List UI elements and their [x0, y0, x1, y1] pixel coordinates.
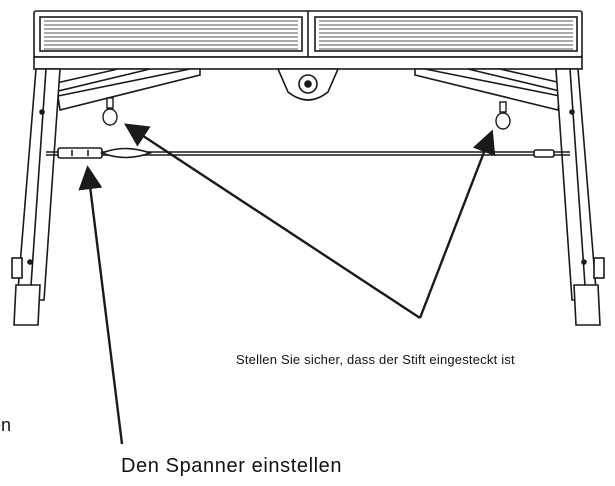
left-tabletop-slats: [44, 20, 298, 50]
frame-rail: [33, 56, 583, 70]
tabletop: [33, 10, 583, 58]
callout-arrows: [78, 123, 496, 445]
cut-off-label: en: [0, 415, 12, 435]
arrow-to-tensioner: [78, 165, 124, 445]
right-tabletop-slats: [319, 20, 573, 50]
left-locking-pin: [102, 97, 118, 126]
left-leg-assembly: [11, 68, 61, 326]
center-hinge-bracket: [276, 68, 340, 101]
arrow-to-left-pin: [123, 123, 421, 320]
right-leg-assembly: [555, 68, 605, 326]
pin-instruction-label: Stellen Sie sicher, dass der Stift einge…: [236, 352, 515, 367]
right-locking-pin: [495, 101, 511, 130]
tension-rod: [46, 147, 570, 159]
arrow-to-right-pin: [418, 129, 496, 319]
left-braces: [51, 68, 201, 111]
right-braces: [414, 68, 567, 111]
tensioner-instruction-label: Den Spanner einstellen: [121, 455, 343, 477]
